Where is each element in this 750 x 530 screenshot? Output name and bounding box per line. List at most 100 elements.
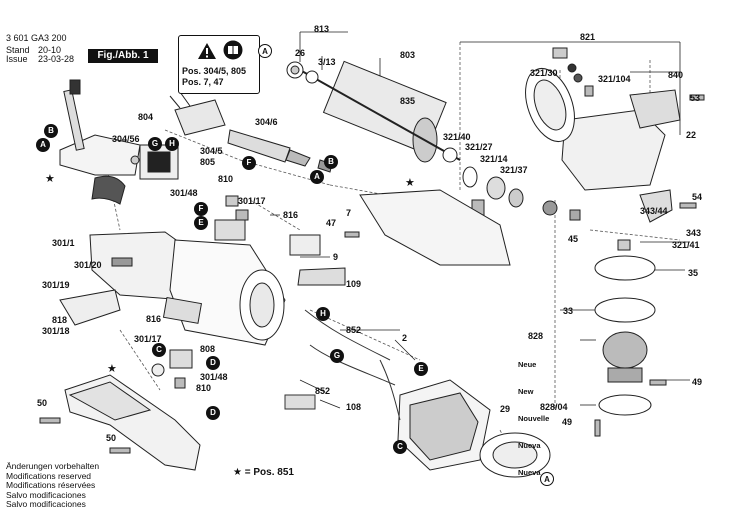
star-marker-3: ★ (107, 363, 117, 375)
label-321-14: 321/14 (480, 154, 508, 164)
new-label-de: Neue (518, 360, 537, 369)
motor-housing-part (89, 231, 286, 346)
label-321-41: 321/41 (672, 240, 700, 250)
label-35: 35 (688, 268, 699, 278)
label-835: 835 (400, 96, 416, 106)
label-828: 828 (528, 331, 544, 341)
screw-parts (39, 94, 705, 454)
label-816-a: 816 (283, 210, 299, 220)
callout-h-2: H (316, 307, 330, 321)
label-22: 22 (686, 130, 697, 140)
stand-label: Stand (6, 45, 30, 55)
callout-h-1: H (165, 137, 179, 151)
new-label-es: Nueva (518, 441, 541, 450)
label-321-40: 321/40 (443, 132, 471, 142)
callout-g-1: G (148, 137, 162, 151)
label-29: 29 (500, 404, 511, 414)
callout-a-3: A (310, 170, 324, 184)
label-50-b: 50 (106, 433, 117, 443)
warning-line-1: Pos. 304/5, 805 (182, 66, 247, 76)
label-304-6: 304/6 (255, 117, 278, 127)
label-50-a: 50 (37, 398, 48, 408)
warning-line-2: Pos. 7, 47 (182, 77, 224, 87)
spring-part (111, 257, 133, 267)
label-301-17-b: 301/17 (134, 334, 162, 344)
stand-value: 20-10 (38, 45, 62, 55)
rear-cover-part (59, 79, 141, 205)
label-47: 47 (326, 218, 337, 228)
read-manual-icon (223, 40, 243, 60)
label-45: 45 (568, 234, 579, 244)
label-840: 840 (668, 70, 684, 80)
label-108: 108 (346, 402, 362, 412)
callout-f-2: F (194, 202, 208, 216)
callout-c-2: C (393, 440, 407, 454)
gear-housing-part (525, 47, 681, 191)
figure-label: Fig./Abb. 1 (88, 49, 158, 63)
label-810-b: 810 (196, 383, 212, 393)
star-legend: ★ = Pos. 851 (233, 467, 294, 478)
label-301-1: 301/1 (52, 238, 75, 248)
handle-part (64, 374, 201, 471)
label-321-27: 321/27 (465, 142, 493, 152)
field-coil-part (397, 379, 491, 471)
label-818: 818 (52, 315, 68, 325)
label-321-30: 321/30 (530, 68, 558, 78)
warning-triangle-icon (198, 43, 216, 59)
label-852-a: 852 (346, 325, 362, 335)
label-301-20: 301/20 (74, 260, 102, 270)
label-3-13: 3/13 (318, 57, 336, 67)
label-33: 33 (563, 306, 574, 316)
label-49-b: 49 (562, 417, 573, 427)
label-803: 803 (400, 50, 416, 60)
power-plug-part (169, 91, 333, 173)
issue-value: 23-03-28 (38, 54, 75, 64)
callout-b-2: B (324, 155, 338, 169)
label-321-104: 321/104 (598, 74, 631, 84)
label-805: 805 (200, 157, 216, 167)
label-301-48-a: 301/48 (170, 188, 198, 198)
callout-b-1: B (44, 124, 58, 138)
label-301-19: 301/19 (42, 280, 70, 290)
label-7: 7 (346, 208, 352, 218)
callout-a-2: A (258, 44, 272, 58)
wiring-part (284, 309, 401, 421)
label-304-5: 304/5 (200, 146, 223, 156)
label-9: 9 (333, 252, 339, 262)
label-810-a: 810 (218, 174, 234, 184)
label-2: 2 (402, 333, 408, 343)
label-343: 343 (686, 228, 702, 238)
footer-note-fr: Modifications réservées (6, 480, 96, 490)
footer-notes: Änderungen vorbehalten Modifications res… (6, 461, 100, 510)
new-label-en: New (518, 387, 534, 396)
guard-part (479, 432, 551, 478)
label-53: 53 (690, 93, 701, 103)
armature-part (286, 60, 461, 163)
leader-lines (270, 31, 690, 409)
label-804: 804 (138, 112, 154, 122)
callout-f-1: F (242, 156, 256, 170)
label-301-17-a: 301/17 (238, 196, 266, 206)
footer-note-es: Salvo modificaciones (6, 489, 86, 500)
label-49-a: 49 (692, 377, 703, 387)
label-304-56: 304/56 (112, 134, 140, 144)
cable-holder-part (59, 289, 121, 326)
issue-label: Issue (6, 54, 28, 64)
housing-half-part (297, 189, 511, 286)
callout-c-1: C (152, 343, 166, 357)
label-816-b: 816 (146, 314, 162, 324)
spindle-gear-parts (542, 189, 673, 416)
label-321-37: 321/37 (500, 165, 528, 175)
label-852-b: 852 (315, 386, 331, 396)
callout-e-2: E (414, 362, 428, 376)
part-number: 3 601 GA3 200 (6, 33, 67, 43)
label-808: 808 (200, 344, 216, 354)
label-109: 109 (346, 279, 362, 289)
label-343-44: 343/44 (640, 206, 668, 216)
footer-note-en: Modifications reserved (6, 470, 92, 481)
callout-e-1: E (194, 216, 208, 230)
footer-note-de: Änderungen vorbehalten (6, 461, 100, 471)
star-marker-1: ★ (45, 173, 55, 185)
